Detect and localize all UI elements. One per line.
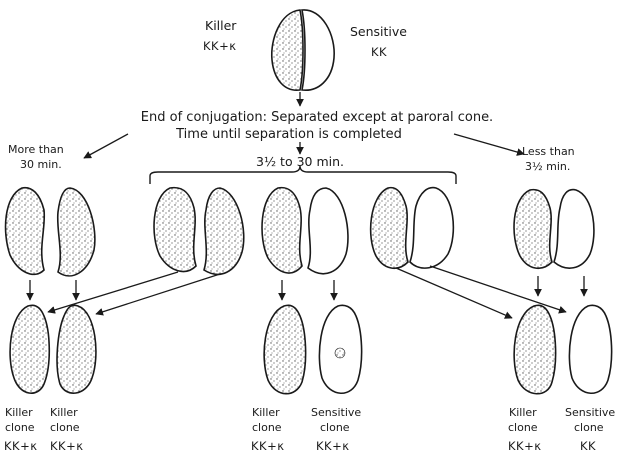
pair-short-sensitive [554, 190, 594, 268]
arrow-mid3-to-killer [396, 268, 512, 318]
clone-mid-2-kappa-remnant [335, 348, 345, 358]
clone-mid-1-cell [264, 305, 305, 393]
clone-left-1-genotype: KK+κ [4, 439, 38, 453]
clone-right-1-sub: clone [508, 421, 538, 434]
arrow-to-long-branch [84, 134, 128, 158]
pair-middle-1-second [204, 188, 244, 274]
pair-long-second [58, 188, 95, 276]
parent-killer-label: Killer [205, 18, 237, 33]
clone-mid-2-genotype: KK+κ [316, 439, 350, 453]
clone-right-1-cell [514, 305, 555, 393]
arrow-mid3-to-sensitive [430, 266, 566, 312]
pair-short [514, 190, 594, 269]
clone-right-2-label: Sensitive [565, 406, 615, 419]
clone-left-2-label: Killer [50, 406, 78, 419]
pair-middle-1 [154, 188, 244, 275]
long-branch-line-2: 30 min. [20, 158, 62, 171]
conjugation-note-1: End of conjugation: Separated except at … [141, 110, 493, 125]
arrow-to-short-branch [454, 134, 524, 154]
clone-right-2-sub: clone [574, 421, 604, 434]
clone-left-1-sub: clone [5, 421, 35, 434]
arrow-mid1-to-clone2 [96, 274, 220, 314]
clone-right-2-genotype: KK [580, 439, 596, 453]
clone-mid-1-genotype: KK+κ [251, 439, 285, 453]
parent-killer-genotype: KK+κ [203, 39, 237, 53]
clone-right-2-cell [569, 305, 611, 393]
clone-left-2-cell [57, 305, 96, 393]
pair-middle-2 [262, 188, 348, 274]
parent-sensitive-label: Sensitive [350, 24, 407, 39]
pair-long-killer [6, 188, 45, 275]
parent-pair [272, 10, 334, 90]
clone-left-1-label: Killer [5, 406, 33, 419]
pair-short-killer [514, 190, 552, 269]
pair-middle-3 [371, 188, 454, 269]
clone-mid-1-sub: clone [252, 421, 282, 434]
long-branch-line-1: More than [8, 143, 64, 156]
clone-right-1-genotype: KK+κ [508, 439, 542, 453]
clone-mid-1-label: Killer [252, 406, 280, 419]
clone-right-1-label: Killer [509, 406, 537, 419]
pair-long [6, 188, 95, 276]
clone-left-2-genotype: KK+κ [50, 439, 84, 453]
pair-middle-3-sensitive [410, 188, 453, 268]
pair-middle-2-sensitive [308, 188, 348, 274]
clone-left-2-sub: clone [50, 421, 80, 434]
pair-middle-2-killer [262, 188, 302, 273]
arrow-mid1-to-clone1 [48, 272, 178, 312]
clone-left-1-cell [10, 305, 49, 393]
clone-mid-2-sub: clone [320, 421, 350, 434]
pair-middle-1-killer [154, 188, 196, 272]
clone-mid-2-label: Sensitive [311, 406, 361, 419]
parent-sensitive-cell [302, 10, 334, 90]
short-branch-line-1: Less than [522, 145, 575, 158]
parent-killer-cell [272, 10, 303, 90]
short-branch-line-2: 3½ min. [525, 160, 570, 173]
conjugation-note-2: Time until separation is completed [175, 127, 402, 142]
parent-sensitive-genotype: KK [371, 45, 387, 59]
pair-middle-3-killer [371, 188, 408, 269]
